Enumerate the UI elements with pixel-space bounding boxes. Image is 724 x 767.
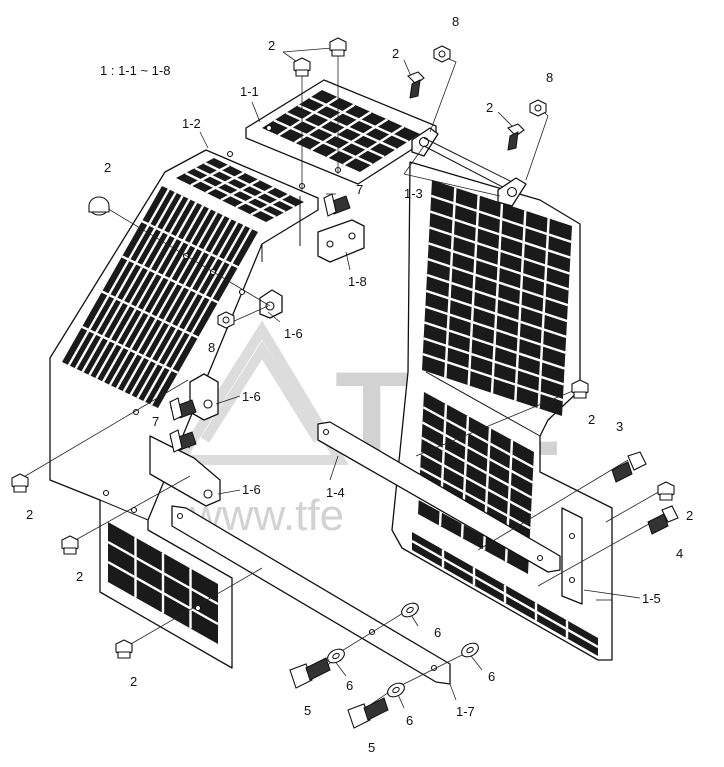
callout-2-left-a: 2 xyxy=(26,507,33,522)
top-plate-1-1 xyxy=(245,79,437,190)
hole xyxy=(203,399,213,409)
grid-right-upper xyxy=(422,180,572,416)
hole xyxy=(265,124,273,132)
hinge-rod-1-3 xyxy=(411,127,527,207)
bolt-5-a xyxy=(289,657,331,689)
hole xyxy=(102,489,110,497)
bolt-7-a xyxy=(323,193,351,217)
caption: 1 : 1-1 ~ 1-8 xyxy=(100,63,170,78)
callout-1-4: 1-4 xyxy=(326,485,345,500)
plate-1-5 xyxy=(561,507,583,605)
callout-1-1: 1-1 xyxy=(240,84,259,99)
bolt-5-b xyxy=(347,697,389,729)
clip-1-6-c xyxy=(149,435,221,507)
bracket-1-8 xyxy=(317,219,365,263)
hole xyxy=(322,428,330,436)
hole xyxy=(226,150,234,158)
grid-right-lower xyxy=(411,532,599,656)
callout-2-top-a: 2 xyxy=(392,46,399,61)
hole xyxy=(418,136,430,148)
callout-2-left-c: 2 xyxy=(130,674,137,689)
hole xyxy=(203,489,213,499)
bolt-3 xyxy=(611,451,647,483)
callout-4: 4 xyxy=(676,546,683,561)
hex-nut-2-right-b xyxy=(657,481,675,501)
callout-8-a: 8 xyxy=(452,14,459,29)
bolt-7-c xyxy=(169,429,197,453)
callout-5-b: 5 xyxy=(368,740,375,755)
washer-6-d xyxy=(387,682,405,698)
bolt-2-top-right-a xyxy=(407,71,425,99)
callout-1-2: 1-2 xyxy=(182,116,201,131)
hole xyxy=(536,554,544,562)
callout-1-6-c: 1-6 xyxy=(242,482,261,497)
callout-3: 3 xyxy=(616,419,623,434)
callout-7-a: 7 xyxy=(356,182,363,197)
callout-1-6-a: 1-6 xyxy=(284,326,303,341)
clip-1-6-a xyxy=(259,289,283,319)
bolt-2-top-right-b xyxy=(507,123,525,151)
hole xyxy=(326,240,334,248)
callout-6-c: 6 xyxy=(488,669,495,684)
callout-1-3: 1-3 xyxy=(404,186,423,201)
clip-1-6-b xyxy=(189,373,219,421)
washer-6-b xyxy=(327,648,345,664)
callout-2-left-b: 2 xyxy=(76,569,83,584)
callout-5-a: 5 xyxy=(304,703,311,718)
nut-8-c xyxy=(217,311,235,329)
bolt-7-b xyxy=(169,397,197,421)
hex-nut-2-left-b xyxy=(61,535,79,555)
cap-nut-2-left xyxy=(88,196,110,216)
hex-nut-2-right-a xyxy=(571,379,589,399)
callout-1-6-b: 1-6 xyxy=(242,389,261,404)
hex-nut-2-top-b xyxy=(329,37,347,57)
callout-1-7: 1-7 xyxy=(456,704,475,719)
hole xyxy=(348,232,356,240)
grid-left-side xyxy=(62,186,258,408)
hex-nut-2-top-a xyxy=(293,57,311,77)
washer-6-a xyxy=(401,602,419,618)
callout-2-top-pair: 2 xyxy=(268,38,275,53)
callout-6-d: 6 xyxy=(406,713,413,728)
nut-8-a xyxy=(433,45,451,63)
grid-left-upper xyxy=(176,158,304,222)
callout-8-c: 8 xyxy=(208,340,215,355)
callout-6-a: 6 xyxy=(434,625,441,640)
callout-7-b: 7 xyxy=(152,414,159,429)
hex-nut-2-left-c xyxy=(115,639,133,659)
callout-labels: 1 : 1-1 ~ 1-8 1-1 1-2 1-3 1-8 1-6 1-6 1-… xyxy=(26,14,693,755)
callout-8-b: 8 xyxy=(546,70,553,85)
bolt-4 xyxy=(647,505,679,535)
grid-left-lower xyxy=(107,522,219,644)
callout-2-cap: 2 xyxy=(104,160,111,175)
callout-6-b: 6 xyxy=(346,678,353,693)
hole xyxy=(568,532,576,540)
callout-1-5: 1-5 xyxy=(642,591,661,606)
washer-6-c xyxy=(461,642,479,658)
callout-1-8: 1-8 xyxy=(348,274,367,289)
hole xyxy=(568,576,576,584)
callout-2-right-a: 2 xyxy=(588,412,595,427)
callout-2-top-b: 2 xyxy=(486,100,493,115)
hex-nut-2-left-a xyxy=(11,473,29,493)
callout-2-right-b: 2 xyxy=(686,508,693,523)
crossbar-1-4 xyxy=(317,421,561,573)
watermark-logo xyxy=(170,320,349,465)
hole xyxy=(506,186,518,198)
nut-8-b xyxy=(529,99,547,117)
hole xyxy=(176,512,184,520)
